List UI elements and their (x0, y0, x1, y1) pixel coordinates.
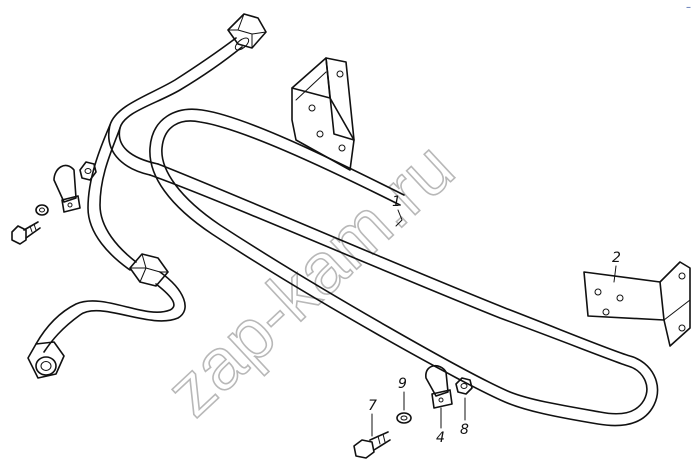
washer-bottom (396, 412, 412, 424)
callout-4: 4 (436, 407, 445, 446)
union-nut-top (227, 13, 267, 51)
bolt-bottom (353, 431, 391, 459)
pipe-lower-b (87, 124, 131, 271)
pipe-loop-inner (149, 108, 659, 427)
nut-left (79, 161, 97, 181)
callout-8: 8 (460, 397, 469, 438)
callout-label: 8 (460, 422, 469, 438)
union-nut-middle (129, 253, 169, 287)
callout-label: 4 (436, 430, 445, 446)
clamp-bottom (425, 365, 453, 409)
callout-label: 7 (368, 398, 377, 414)
pipe-bottom-b (35, 283, 175, 345)
callout-label: 2 (612, 250, 621, 266)
pipe-upper-a (108, 37, 237, 176)
washer-left (35, 204, 49, 216)
pipe-lower-a (99, 127, 137, 263)
union-nut-bottom (27, 341, 65, 379)
callout-7: 7 (368, 398, 377, 437)
callout-label: 9 (398, 376, 407, 392)
bracket-right (583, 261, 691, 347)
pipe-assembly (35, 37, 659, 427)
corner-mark: – (686, 2, 691, 13)
nut-bottom (455, 377, 473, 395)
clamp-left (53, 164, 81, 213)
bracket-upper (291, 57, 355, 171)
callout-9: 9 (398, 376, 407, 411)
callout-2: 2 (612, 250, 621, 283)
pipe-bottom-a (43, 271, 186, 353)
pipe-loop-outer (149, 120, 648, 415)
callout-1: 1 (392, 194, 403, 227)
pipe-upper-b (118, 46, 243, 165)
bolt-left (11, 221, 41, 245)
watermark: zap-kam.ru (151, 128, 469, 432)
callout-label: 1 (392, 194, 401, 210)
